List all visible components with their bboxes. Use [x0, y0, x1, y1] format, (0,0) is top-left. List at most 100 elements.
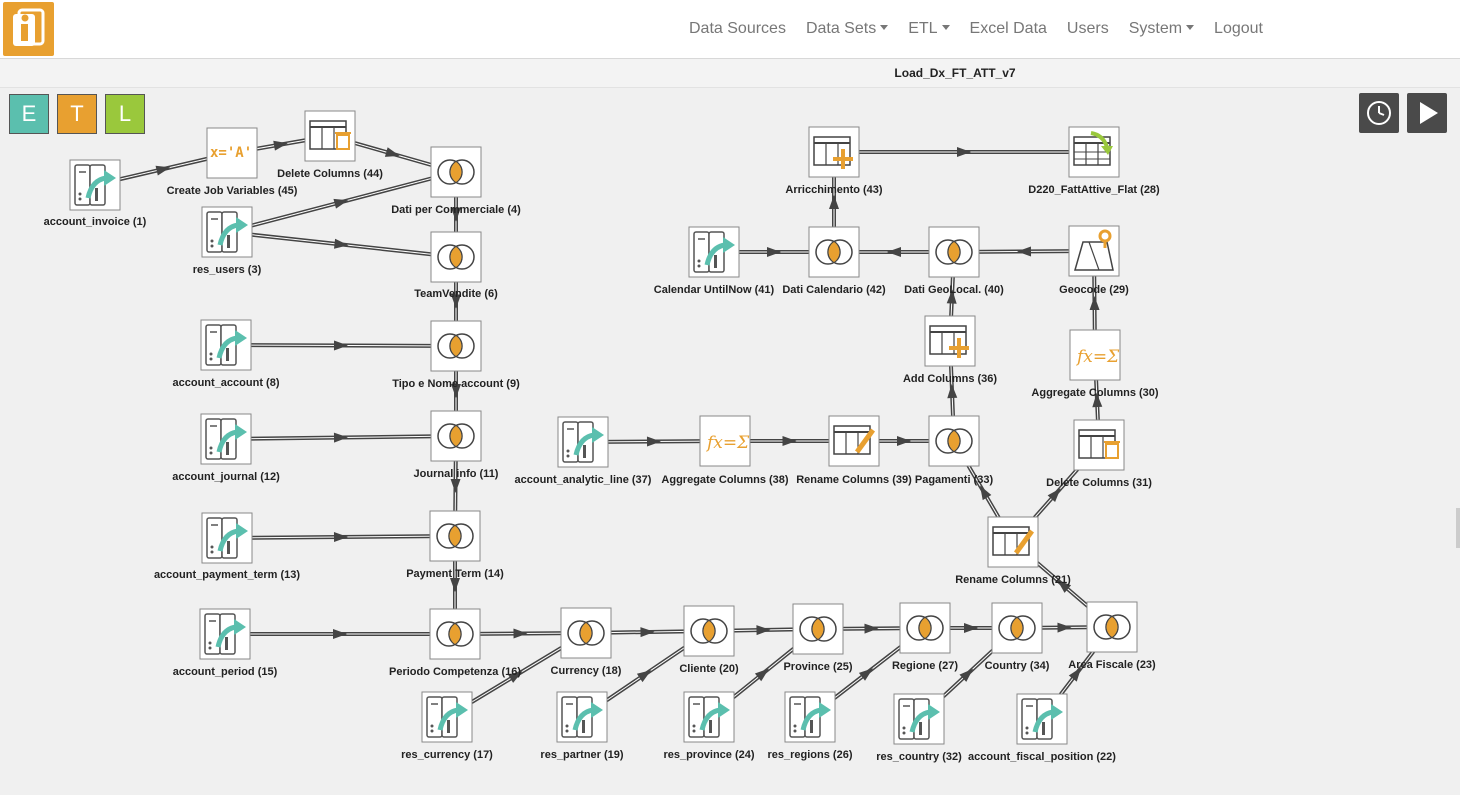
source-icon	[200, 413, 252, 465]
history-button[interactable]	[1359, 93, 1399, 133]
node-label: res_users (3)	[193, 264, 262, 276]
node-45[interactable]: x='A'Create Job Variables (45)	[167, 127, 298, 197]
node-44[interactable]: Delete Columns (44)	[277, 110, 383, 180]
node-label: Rename Columns (21)	[955, 574, 1071, 586]
job-title: Load_Dx_FT_ATT_v7	[894, 66, 1016, 80]
node-21[interactable]: Rename Columns (21)	[955, 516, 1071, 586]
join-icon	[430, 146, 482, 198]
node-17[interactable]: res_currency (17)	[401, 691, 493, 761]
node-11[interactable]: Journal info (11)	[414, 410, 499, 480]
join-icon	[792, 603, 844, 655]
rename-icon	[987, 516, 1039, 568]
node-18[interactable]: Currency (18)	[551, 607, 622, 677]
node-3[interactable]: res_users (3)	[193, 206, 262, 276]
join-icon	[560, 607, 612, 659]
variables-icon: x='A'	[206, 127, 258, 179]
source-icon	[199, 608, 251, 660]
node-15[interactable]: account_period (15)	[173, 608, 278, 678]
node-6[interactable]: TeamVendite (6)	[414, 231, 498, 300]
node-16[interactable]: Periodo Competenza (16)	[389, 608, 521, 678]
canvas-scrollbar[interactable]	[1456, 508, 1460, 548]
node-34[interactable]: Country (34)	[985, 602, 1050, 672]
node-label: Pagamenti (33)	[915, 474, 994, 486]
join-icon	[991, 602, 1043, 654]
node-label: Arricchimento (43)	[785, 184, 883, 196]
run-button[interactable]	[1407, 93, 1447, 133]
node-label: account_period (15)	[173, 666, 278, 678]
nav-item-system[interactable]: System	[1129, 20, 1194, 38]
node-label: Dati GeoLocal. (40)	[904, 284, 1004, 296]
source-icon	[556, 691, 608, 743]
node-label: account_fiscal_position (22)	[968, 751, 1116, 763]
node-32[interactable]: res_country (32)	[876, 693, 962, 763]
node-label: Aggregate Columns (30)	[1031, 387, 1158, 399]
nav-item-excel-data[interactable]: Excel Data	[969, 20, 1047, 37]
top-navbar: Data Sources Data Sets ETL Excel Data Users S…	[0, 0, 1460, 59]
node-23[interactable]: Area Fiscale (23)	[1068, 601, 1156, 671]
join-icon	[1086, 601, 1138, 653]
node-24[interactable]: res_province (24)	[663, 691, 755, 761]
etl-button-t[interactable]: T	[57, 94, 97, 134]
nav-item-users[interactable]: Users	[1066, 20, 1109, 37]
join-icon	[928, 226, 980, 278]
source-icon	[893, 693, 945, 745]
node-label: Delete Columns (31)	[1046, 477, 1152, 489]
node-1[interactable]: account_invoice (1)	[44, 159, 147, 228]
aggregate-icon: fx=Σ	[699, 415, 751, 467]
node-29[interactable]: Geocode (29)	[1059, 225, 1129, 296]
node-27[interactable]: Regione (27)	[892, 602, 958, 672]
nav-item-etl[interactable]: ETL	[908, 20, 949, 38]
nodes-layer: account_invoice (1) x='A'Create Job Varia…	[44, 110, 1160, 763]
node-42[interactable]: Dati Calendario (42)	[782, 226, 886, 296]
node-label: Dati per Commerciale (4)	[391, 204, 521, 216]
node-14[interactable]: Payment Term (14)	[406, 510, 504, 580]
nav-item-data-sets[interactable]: Data Sets	[806, 20, 888, 38]
node-25[interactable]: Province (25)	[783, 603, 853, 673]
node-label: Geocode (29)	[1059, 284, 1129, 296]
node-9[interactable]: Tipo e Nome account (9)	[392, 320, 520, 390]
nav-item-logout[interactable]: Logout	[1214, 20, 1263, 37]
node-12[interactable]: account_journal (12)	[172, 413, 280, 483]
join-icon	[430, 320, 482, 372]
node-22[interactable]: account_fiscal_position (22)	[968, 693, 1116, 763]
node-label: Add Columns (36)	[903, 373, 997, 385]
node-43[interactable]: Arricchimento (43)	[785, 126, 883, 196]
node-label: TeamVendite (6)	[414, 288, 498, 300]
geocode-icon	[1068, 225, 1120, 277]
nav-item-data-sources[interactable]: Data Sources	[689, 20, 786, 37]
node-8[interactable]: account_account (8)	[173, 319, 280, 389]
job-title-bar: Load_Dx_FT_ATT_v7	[0, 59, 1460, 88]
node-19[interactable]: res_partner (19)	[540, 691, 624, 761]
node-41[interactable]: Calendar UntilNow (41)	[654, 226, 775, 296]
join-icon	[928, 415, 980, 467]
join-icon	[899, 602, 951, 654]
node-4[interactable]: Dati per Commerciale (4)	[391, 146, 521, 216]
node-label: res_province (24)	[663, 749, 754, 761]
node-36[interactable]: Add Columns (36)	[903, 315, 997, 385]
app-logo-icon[interactable]	[3, 2, 54, 56]
node-label: Delete Columns (44)	[277, 168, 383, 180]
etl-button-e[interactable]: E	[9, 94, 49, 134]
node-13[interactable]: account_payment_term (13)	[154, 512, 300, 581]
node-31[interactable]: Delete Columns (31)	[1046, 419, 1152, 489]
node-20[interactable]: Cliente (20)	[679, 605, 739, 675]
node-label: Payment Term (14)	[406, 568, 504, 580]
node-label: account_journal (12)	[172, 471, 280, 483]
node-label: account_invoice (1)	[44, 216, 147, 228]
node-40[interactable]: Dati GeoLocal. (40)	[904, 226, 1004, 296]
node-26[interactable]: res_regions (26)	[768, 691, 853, 761]
etl-button-l[interactable]: L	[105, 94, 145, 134]
play-icon	[1420, 102, 1438, 124]
source-icon	[200, 319, 252, 371]
source-icon	[201, 206, 253, 258]
source-icon	[421, 691, 473, 743]
node-39[interactable]: Rename Columns (39)	[796, 415, 912, 486]
node-37[interactable]: account_analytic_line (37)	[515, 416, 652, 486]
node-28[interactable]: D220_FattAttive_Flat (28)	[1028, 126, 1160, 196]
node-33[interactable]: Pagamenti (33)	[915, 415, 994, 486]
node-label: res_regions (26)	[768, 749, 853, 761]
add-icon	[924, 315, 976, 367]
